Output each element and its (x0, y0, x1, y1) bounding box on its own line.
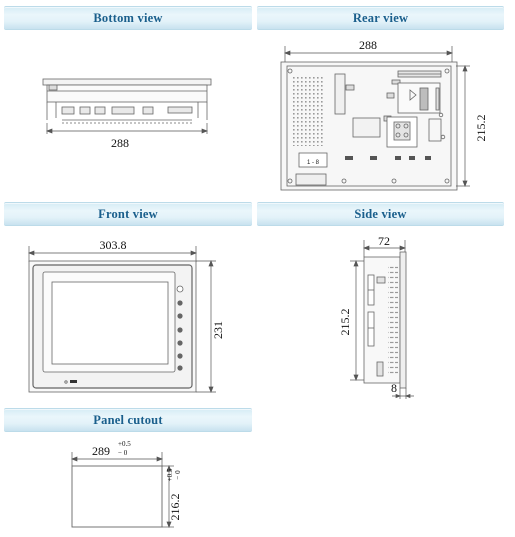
side-bezel-label: 8 (391, 381, 397, 395)
rear-width-label: 288 (359, 38, 377, 52)
cutout-width-label: 289 (92, 444, 110, 458)
front-width-label: 303.8 (100, 238, 127, 252)
front-width-dimension (28, 246, 197, 262)
side-depth-label: 72 (378, 234, 390, 248)
rear-view-drawing (280, 61, 458, 191)
rear-dip-switch-label: 1 - 8 (307, 160, 320, 166)
bottom-view-drawing (42, 78, 212, 124)
front-height-dimension (196, 260, 216, 393)
front-height-label: 231 (211, 321, 225, 339)
side-height-label: 215.2 (338, 309, 352, 336)
cutout-width-tol-plus: +0.5 (118, 440, 131, 448)
bottom-view-title: Bottom view (93, 10, 163, 25)
bottom-view-header: Bottom view (4, 6, 252, 30)
cutout-width-tol-minus: − 0 (118, 449, 128, 457)
rear-width-dimension (284, 46, 453, 62)
bottom-width-label: 288 (111, 136, 129, 150)
bottom-width-dimension (46, 123, 208, 134)
rear-height-label: 215.2 (474, 115, 488, 142)
cutout-width-dimension (71, 452, 163, 466)
front-view-title: Front view (98, 206, 158, 221)
rear-view-title: Rear view (352, 10, 409, 25)
cutout-height-tol-plus: +0.5 (166, 468, 174, 481)
cutout-outline (71, 465, 163, 528)
cutout-height-label: 216.2 (168, 494, 182, 521)
rear-height-dimension (456, 65, 470, 187)
panel-cutout-title: Panel cutout (93, 412, 163, 427)
front-view-drawing (28, 260, 197, 393)
side-depth-dimension (363, 240, 406, 257)
side-bezel-dimension (392, 388, 414, 399)
side-height-dimension (350, 260, 364, 381)
side-view-drawing (363, 251, 407, 389)
panel-cutout-header: Panel cutout (4, 408, 252, 432)
front-view-header: Front view (4, 202, 252, 226)
side-view-header: Side view (257, 202, 504, 226)
cutout-height-tol-minus: − 0 (174, 470, 182, 480)
cutout-height-dimension (162, 465, 174, 528)
rear-view-header: Rear view (257, 6, 504, 30)
side-view-title: Side view (354, 206, 407, 221)
